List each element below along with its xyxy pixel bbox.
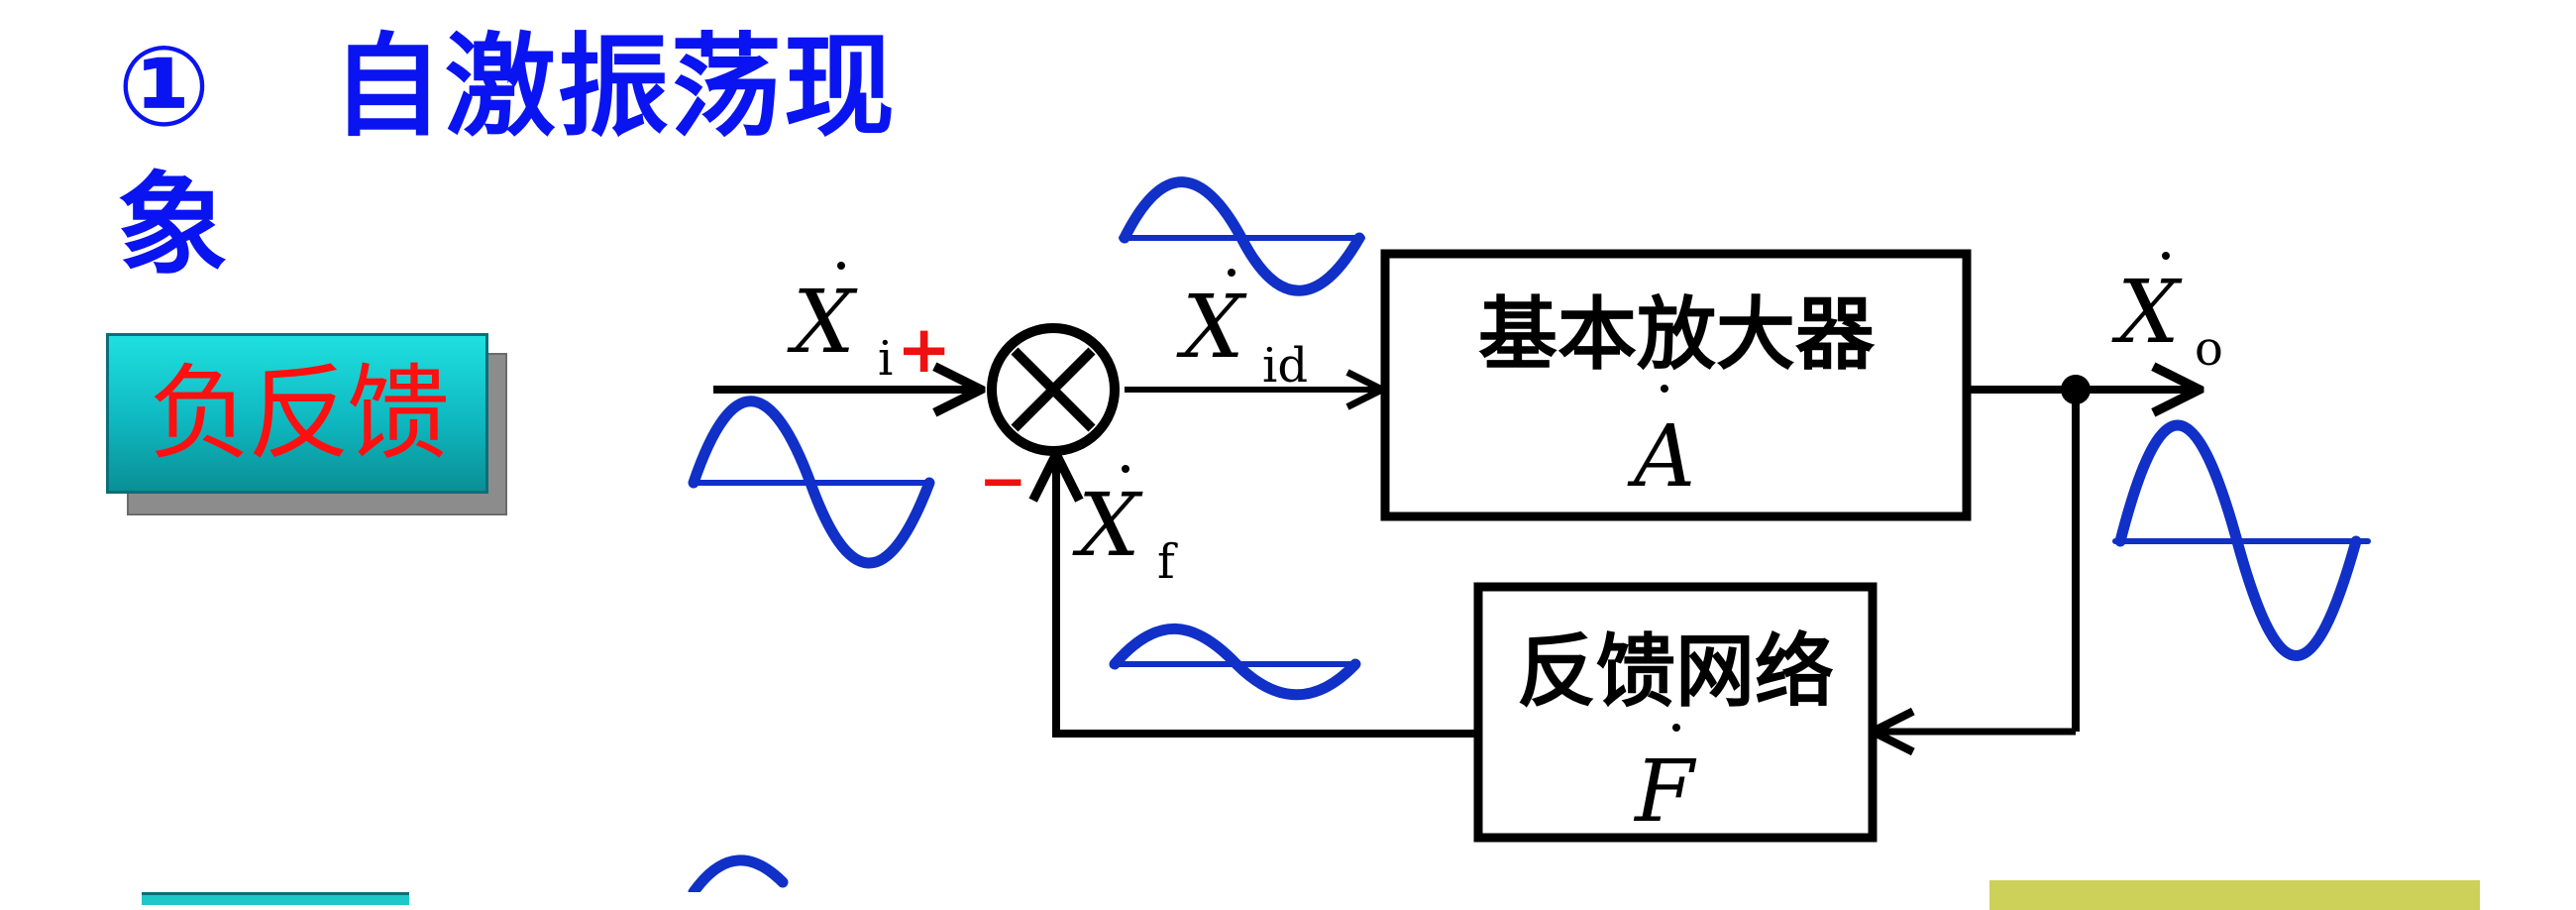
minus-sign: − bbox=[979, 447, 1027, 514]
output-sine-wave bbox=[2114, 419, 2362, 661]
summing-junction-icon bbox=[987, 323, 1120, 456]
error-dot bbox=[1228, 269, 1235, 277]
output-dot bbox=[2162, 252, 2170, 260]
title-number: ① bbox=[117, 23, 213, 152]
output-subscript: o bbox=[2195, 321, 2223, 377]
amplifier-symbol: A bbox=[1627, 407, 1695, 507]
feedback-network-label: 反馈网络 bbox=[1517, 625, 1834, 718]
feedback-symbol: X bbox=[1072, 474, 1143, 576]
error-sine-wave bbox=[1119, 176, 1365, 296]
input-symbol: X bbox=[787, 271, 858, 373]
error-symbol: X bbox=[1176, 276, 1247, 378]
badge-label: 负反馈 bbox=[148, 353, 450, 474]
bottom-left-button-edge[interactable] bbox=[142, 892, 409, 905]
amplifier-block bbox=[1380, 249, 1972, 521]
input-sine-wave bbox=[688, 396, 935, 569]
negative-feedback-badge: 负反馈 bbox=[106, 333, 488, 494]
input-subscript: i bbox=[878, 331, 893, 387]
plus-sign: + bbox=[897, 311, 951, 388]
feedback-network-block bbox=[1473, 582, 1878, 843]
feedback-subscript: f bbox=[1157, 534, 1178, 590]
feedback-network-dot bbox=[1672, 724, 1680, 732]
amplifier-label: 基本放大器 bbox=[1478, 287, 1876, 381]
output-symbol: X bbox=[2111, 261, 2183, 363]
feedback-sine-wave bbox=[1109, 623, 1361, 701]
bottom-wave-fragment bbox=[688, 854, 789, 892]
error-subscript: id bbox=[1262, 338, 1308, 394]
title-text: 自激振荡现象 bbox=[117, 23, 897, 290]
feedback-dot bbox=[1122, 465, 1129, 473]
feedback-network-symbol: F bbox=[1633, 742, 1697, 842]
amplifier-dot bbox=[1661, 385, 1668, 393]
input-dot bbox=[837, 262, 845, 270]
